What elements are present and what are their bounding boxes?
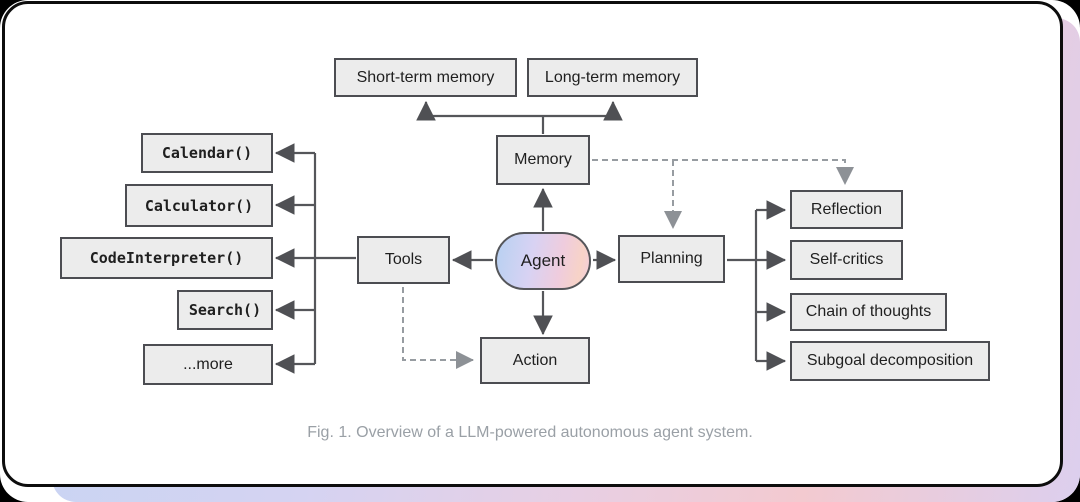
node-calculator: Calculator() bbox=[125, 184, 273, 227]
dashed-tools-to-action bbox=[402, 287, 474, 369]
node-more: ...more bbox=[143, 344, 273, 385]
node-subgoal-decomposition: Subgoal decomposition bbox=[790, 341, 990, 381]
node-agent: Agent bbox=[495, 232, 591, 290]
node-self-critics: Self-critics bbox=[790, 240, 903, 280]
node-reflection: Reflection bbox=[790, 190, 903, 229]
node-planning: Planning bbox=[618, 235, 725, 283]
node-chain-of-thoughts: Chain of thoughts bbox=[790, 293, 947, 331]
node-calendar: Calendar() bbox=[141, 133, 273, 173]
dashed-memory-to-reflection bbox=[592, 159, 854, 185]
node-action: Action bbox=[480, 337, 590, 384]
node-short-term-memory: Short-term memory bbox=[334, 58, 517, 97]
node-long-term-memory: Long-term memory bbox=[527, 58, 698, 97]
figure-caption: Fig. 1. Overview of a LLM-powered autono… bbox=[307, 424, 753, 441]
node-tools: Tools bbox=[357, 236, 450, 284]
node-search: Search() bbox=[177, 290, 273, 330]
node-code-interpreter: CodeInterpreter() bbox=[60, 237, 273, 279]
node-memory: Memory bbox=[496, 135, 590, 185]
